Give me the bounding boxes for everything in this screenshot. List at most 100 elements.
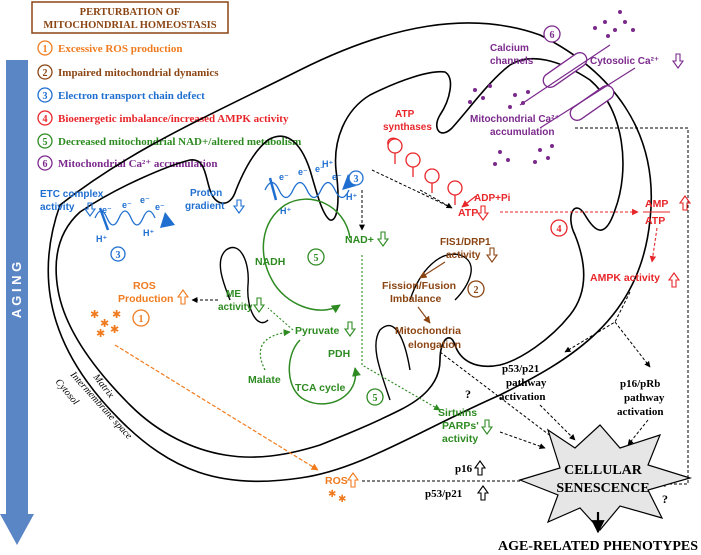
legend-item-4: 4 Bioenergetic imbalance/increased AMPK …	[37, 110, 289, 126]
p16-marker-up-arrow	[473, 460, 487, 476]
ampk-to-p53-arrow	[564, 291, 631, 353]
sirtuins-label-1: Sirtuins	[438, 407, 477, 419]
legend-num-5: 5	[43, 137, 48, 148]
p16-pathway-label-1: p16/pRb	[620, 378, 660, 390]
ros-production-up-arrow	[176, 289, 190, 305]
legend-item-6: 6 Mitochondrial Ca²⁺ accumulation	[37, 155, 217, 171]
cytosol-ros-up-arrow	[346, 472, 360, 488]
legend-num-3: 3	[43, 91, 48, 102]
sirtuins-down-arrow	[480, 419, 494, 435]
atp-down-arrow	[476, 205, 490, 221]
legend-item-1: 1 Excessive ROS production	[37, 40, 182, 56]
etc-complex-label-2: activity	[40, 202, 75, 213]
legend-num-4: 4	[43, 114, 48, 125]
etc-center-electron-1: e⁻	[279, 172, 289, 182]
proton-gradient-down-arrow	[232, 199, 246, 214]
nad-label: NAD+	[345, 234, 374, 246]
question-mark-left: ?	[465, 387, 471, 401]
svg-text:✱: ✱	[100, 317, 109, 330]
tca-cycle-arc	[288, 339, 361, 405]
fis-drp1-label-1: FIS1/DRP1	[440, 237, 491, 248]
ampk-up-arrow	[667, 272, 681, 288]
proton-gradient-label-1: Proton	[190, 188, 222, 199]
inner-membrane	[55, 57, 624, 458]
ampk-to-p16-arrow	[614, 321, 651, 368]
malate-label: Malate	[248, 374, 281, 386]
p53-pathway-label-2: pathway	[506, 377, 547, 389]
mito-elongation-label-1: Mitochondria	[395, 325, 461, 337]
sirtuins-label-2: PARPs'	[442, 420, 479, 432]
etc-center-electron-3: e⁻	[315, 164, 325, 174]
etc-badge-center: 3	[348, 170, 364, 186]
etc-proton-2: H⁺	[143, 228, 154, 238]
senescence-burst	[518, 424, 693, 531]
etc-center-electron-4: e⁻	[332, 172, 342, 182]
pyruvate-to-me-arrow	[267, 307, 294, 331]
calcium-badge-num: 6	[550, 30, 555, 41]
header-box	[31, 1, 229, 34]
ros-production-label-1: ROS	[133, 280, 156, 292]
cytosol-ros-label: ROS	[325, 475, 348, 487]
etc-complex-label-1: ETC complex	[40, 189, 104, 200]
amp-label: AMP	[645, 198, 668, 210]
adp-pi-label: ADP+Pi	[474, 193, 511, 204]
crista-2	[375, 324, 411, 401]
svg-text:✱: ✱	[96, 327, 105, 340]
etc-electron-1: e⁻	[102, 205, 112, 215]
legend-item-2: 2 Impaired mitochondrial dynamics	[37, 64, 219, 80]
atp-synthases-label-1: ATP	[395, 109, 415, 120]
etc-complex-down-arrow	[83, 202, 97, 217]
etc-center-proton-2: H⁺	[280, 206, 291, 216]
legend: 1 Excessive ROS production 2 Impaired mi…	[37, 40, 301, 171]
legend-label-2: Impaired mitochondrial dynamics	[58, 67, 219, 79]
pyruvate-down-arrow	[343, 321, 357, 337]
atp-synthase-group	[387, 137, 463, 205]
fission-fusion-label-1: Fission/Fusion	[382, 280, 456, 292]
atp-label: ATP	[458, 207, 478, 219]
me-activity-label-1: ME	[226, 289, 241, 300]
question-mark-right: ?	[662, 492, 668, 506]
me-down-arrow	[252, 297, 266, 313]
mito-calcium-label-2: accumulation	[490, 127, 554, 138]
outer-membrane	[47, 22, 652, 483]
ros-production-label-2: Production	[118, 293, 173, 305]
etc-proton-1: H⁺	[96, 234, 107, 244]
legend-item-3: 3 Electron transport chain defect	[37, 87, 205, 103]
malate-to-pyruvate	[259, 329, 291, 371]
calcium-dots	[468, 10, 635, 166]
ampk-badge-num: 4	[557, 224, 562, 235]
fis-drp1-label-2: activity	[446, 250, 481, 261]
nad-badge: 5	[307, 248, 325, 266]
aging-label: A G I N G	[9, 262, 24, 319]
ros-to-cytosol-arrow	[114, 344, 319, 471]
calcium-badge: 6	[543, 25, 561, 43]
nad-to-sirtuins-arrow	[361, 255, 441, 411]
calcium-channel-line	[519, 44, 636, 129]
p16-to-senescence-arrow	[627, 419, 649, 446]
ros-stars: ✱✱✱✱✱	[90, 308, 121, 340]
dynamics-badge: 2	[467, 280, 485, 298]
pdh-label: PDH	[328, 348, 350, 360]
p53-marker-label: p53/p21	[425, 488, 462, 500]
svg-text:✱: ✱	[328, 489, 336, 500]
fis-down-arrow	[485, 247, 499, 263]
header-title-line1: PERTURBATION OF	[80, 7, 181, 18]
etc-center-proton-3: H⁺	[346, 192, 357, 202]
elongation-to-senescence-arrow	[439, 351, 557, 441]
aging-arrow	[0, 60, 34, 545]
svg-text:✱: ✱	[90, 308, 99, 321]
sirtuins-to-senescence-arrow	[499, 431, 546, 450]
p53-pathway-label-1: p53/p21	[502, 363, 539, 375]
cytosol-ros-stars: ✱✱	[328, 489, 346, 505]
legend-num-6: 6	[43, 159, 48, 170]
etc-electron-2: e⁻	[122, 200, 132, 210]
pyruvate-label: Pyruvate	[295, 325, 340, 337]
nad-badge-num: 5	[314, 253, 319, 264]
svg-text:✱: ✱	[112, 308, 121, 321]
mito-elongation-label-2: elongation	[408, 339, 461, 351]
etc-center-electron-2: e⁻	[298, 167, 308, 177]
ros-badge-num: 1	[139, 314, 144, 325]
cytosolic-calcium-down-arrow	[671, 53, 685, 69]
calcium-channel-1	[542, 52, 588, 88]
